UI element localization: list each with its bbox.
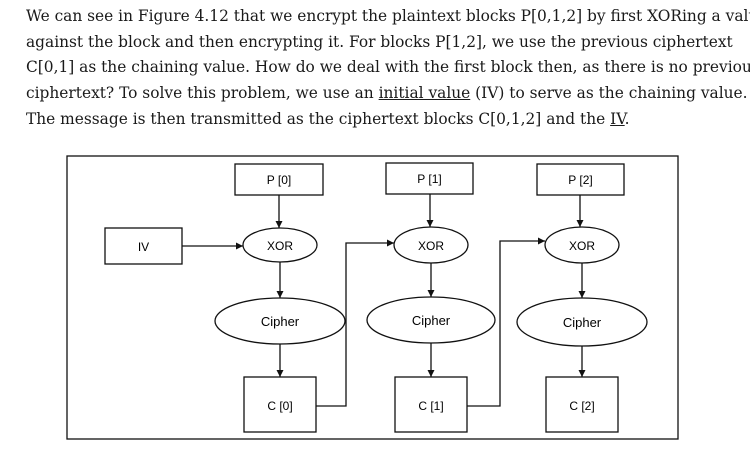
xor-label-2: XOR (569, 239, 595, 253)
body-paragraph: We can see in Figure 4.12 that we encryp… (26, 4, 750, 133)
iv-box: IV (104, 227, 183, 265)
ciphertext-box-0 (243, 376, 317, 433)
paragraph-line-5: The message is then transmitted as the c… (26, 107, 726, 133)
cipher-label-0: Cipher (261, 314, 300, 329)
plaintext-label-0: P [0] (267, 173, 291, 187)
paragraph-line-1: We can see in Figure 4.12 that we encryp… (26, 7, 750, 25)
cipher-label-1: Cipher (412, 313, 451, 328)
paragraph-line-4: ciphertext? To solve this problem, we us… (26, 81, 748, 107)
diagram-frame (66, 155, 679, 440)
iv-link[interactable]: IV (610, 109, 625, 128)
line5-text-b: . (624, 109, 630, 128)
xor-label-1: XOR (418, 239, 444, 253)
line5-text-a: The message is then transmitted as the c… (26, 109, 611, 128)
initial-value-link[interactable]: initial value (378, 84, 471, 103)
cipher-label-2: Cipher (563, 315, 602, 330)
plaintext-label-1: P [1] (417, 172, 441, 186)
block-column-1: P [1] XOR Cipher C [1] (366, 162, 496, 433)
line4-text-a: ciphertext? To solve this problem, we us… (26, 84, 379, 103)
xor-label-0: XOR (267, 239, 293, 253)
plaintext-box-0 (234, 163, 324, 196)
paragraph-line-3: C[0,1] as the chaining value. How do we … (26, 58, 750, 77)
plaintext-label-2: P [2] (568, 173, 592, 187)
block-column-0: P [0] XOR Cipher C [0] (214, 163, 346, 433)
iv-label: IV (138, 240, 149, 254)
ciphertext-box-1 (394, 376, 468, 433)
c0-to-xor1-chain-arrow (316, 239, 394, 407)
ciphertext-label-1: C [1] (418, 399, 443, 413)
ciphertext-label-0: C [0] (267, 399, 292, 413)
c1-to-xor2-chain-arrow (467, 237, 545, 407)
line4-text-b: (IV) to serve as the chaining value. (470, 84, 748, 103)
ciphertext-label-2: C [2] (569, 399, 594, 413)
paragraph-line-2: against the block and then encrypting it… (26, 32, 733, 51)
